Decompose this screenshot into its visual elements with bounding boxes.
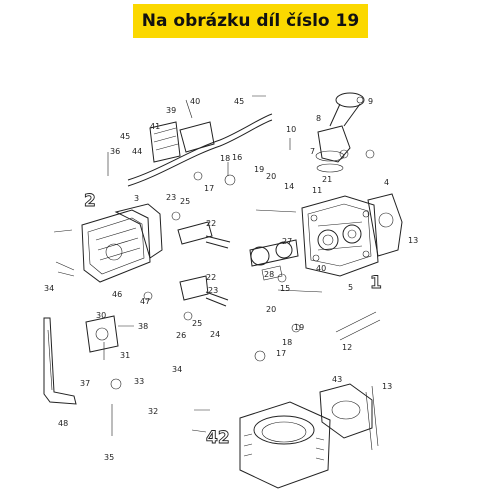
callout-28: 28 bbox=[264, 270, 274, 279]
exhaust-flange bbox=[367, 193, 403, 257]
callout-17-b: 17 bbox=[276, 349, 286, 358]
callout-45-b: 45 bbox=[120, 132, 130, 141]
callout-31: 31 bbox=[120, 351, 130, 360]
callout-40-b: 40 bbox=[316, 264, 326, 273]
callout-25-a: 25 bbox=[180, 197, 190, 206]
callout-13-a: 13 bbox=[408, 236, 418, 245]
callout-25-b: 25 bbox=[192, 319, 202, 328]
callout-23-b: 23 bbox=[208, 286, 218, 295]
callout-24: 24 bbox=[210, 330, 220, 339]
callout-17-a: 17 bbox=[204, 184, 214, 193]
intake-manifold bbox=[315, 92, 365, 173]
callout-43: 43 bbox=[332, 375, 342, 384]
callout-7: 7 bbox=[310, 147, 315, 156]
callout-16: 16 bbox=[232, 153, 242, 162]
callout-18-a: 18 bbox=[220, 154, 230, 163]
callout-23-a: 23 bbox=[166, 193, 176, 202]
chain-tensioner bbox=[85, 315, 119, 353]
chain-guide bbox=[43, 317, 77, 405]
callout-26: 26 bbox=[176, 331, 186, 340]
callout-8: 8 bbox=[316, 114, 321, 123]
callout-18-b: 18 bbox=[282, 338, 292, 347]
callout-40-a: 40 bbox=[190, 97, 200, 106]
callout-14: 14 bbox=[284, 182, 294, 191]
camshaft bbox=[249, 239, 299, 281]
callout-5: 5 bbox=[348, 283, 353, 292]
callout-19-a: 19 bbox=[254, 165, 264, 174]
cylinder-gasket bbox=[319, 383, 373, 439]
callout-21: 21 bbox=[322, 175, 332, 184]
callout-labels: 1 2 3 4 5 7 8 9 10 11 12 13 13 14 15 16 … bbox=[44, 97, 418, 462]
rocker-arms bbox=[177, 221, 231, 307]
callout-39: 39 bbox=[166, 106, 176, 115]
cylinder-block bbox=[239, 401, 331, 489]
valve-cover bbox=[81, 209, 151, 283]
callout-10: 10 bbox=[286, 125, 296, 134]
callout-22-b: 22 bbox=[206, 273, 216, 282]
callout-35: 35 bbox=[104, 453, 114, 462]
callout-44: 44 bbox=[132, 147, 142, 156]
cover-gasket bbox=[114, 203, 163, 259]
breather-hose bbox=[127, 113, 273, 181]
callout-48: 48 bbox=[58, 419, 68, 428]
callout-46: 46 bbox=[112, 290, 122, 299]
callout-20-a: 20 bbox=[266, 172, 276, 181]
callout-32: 32 bbox=[148, 407, 158, 416]
callout-2: 2 bbox=[84, 191, 96, 211]
callout-34-a: 34 bbox=[44, 284, 54, 293]
callout-15: 15 bbox=[280, 284, 290, 293]
callout-30: 30 bbox=[96, 311, 106, 320]
cylinder-head bbox=[301, 195, 379, 277]
callout-41: 41 bbox=[150, 122, 160, 131]
banner-title: Na obrázku díl číslo 19 bbox=[141, 11, 360, 31]
callout-20-b: 20 bbox=[266, 305, 276, 314]
callout-36: 36 bbox=[110, 147, 120, 156]
separator-gasket bbox=[179, 121, 215, 153]
fasteners bbox=[53, 95, 375, 436]
exploded-parts-diagram: 1 2 3 4 5 7 8 9 10 11 12 13 13 14 15 16 … bbox=[43, 92, 418, 489]
callout-37: 37 bbox=[80, 379, 90, 388]
callout-3: 3 bbox=[134, 194, 139, 203]
part-number-banner: Na obrázku díl číslo 19 bbox=[133, 4, 368, 38]
callout-4: 4 bbox=[384, 178, 389, 187]
callout-1: 1 bbox=[370, 273, 382, 293]
callout-22-a: 22 bbox=[206, 219, 216, 228]
callout-19-b: 19 bbox=[294, 323, 304, 332]
callout-11: 11 bbox=[312, 186, 322, 195]
callout-12: 12 bbox=[342, 343, 352, 352]
callout-47: 47 bbox=[140, 297, 150, 306]
callout-9: 9 bbox=[368, 97, 373, 106]
callout-34-b: 34 bbox=[172, 365, 182, 374]
callout-38: 38 bbox=[138, 322, 148, 331]
callout-13-b: 13 bbox=[382, 382, 392, 391]
callout-27: 27 bbox=[282, 237, 292, 246]
callout-45-a: 45 bbox=[234, 97, 244, 106]
callout-33: 33 bbox=[134, 377, 144, 386]
callout-42: 42 bbox=[206, 428, 230, 448]
oil-separator bbox=[149, 121, 181, 163]
